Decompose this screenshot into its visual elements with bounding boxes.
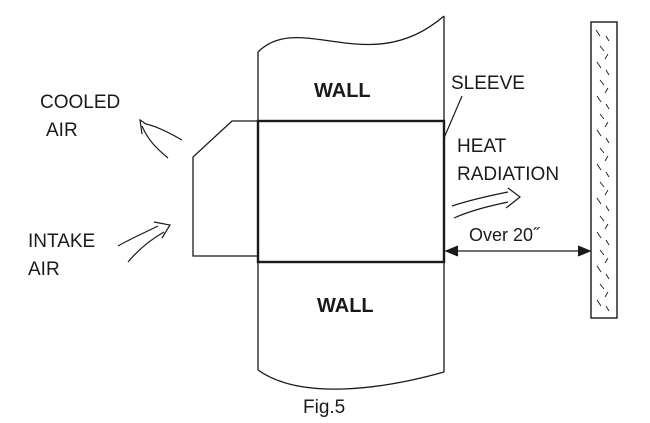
opposing-wall [590, 21, 618, 319]
intake-air-label-line1: INTAKE [28, 231, 96, 252]
cooled-air-label-line1: COOLED [40, 92, 121, 113]
intake-air-arrow [117, 221, 171, 263]
sleeve-label: SLEEVE [451, 73, 525, 94]
wall-section [257, 15, 445, 390]
clearance-dimension [444, 245, 592, 257]
intake-air-label-line2: AIR [28, 259, 60, 280]
heat-radiation-arrow [451, 187, 521, 219]
heat-label-line1: HEAT [457, 136, 507, 157]
wall-top-label: WALL [314, 80, 371, 102]
opposing-wall-hatching [595, 29, 610, 312]
sleeve-box [256, 119, 446, 264]
wall-bottom-label: WALL [317, 295, 374, 317]
cooled-air-arrow [139, 118, 183, 159]
sleeve-pointer-line [443, 95, 463, 139]
wall-bottom-wavy-edge [257, 369, 445, 390]
heat-label-line2: RADIATION [457, 164, 560, 185]
unit-front-grille [192, 120, 258, 257]
figure-caption: Fig.5 [303, 397, 346, 418]
cooled-air-label-line2: AIR [46, 120, 78, 141]
clearance-label: Over 20˝ [469, 225, 540, 245]
wall-top-wavy-edge [257, 15, 445, 53]
